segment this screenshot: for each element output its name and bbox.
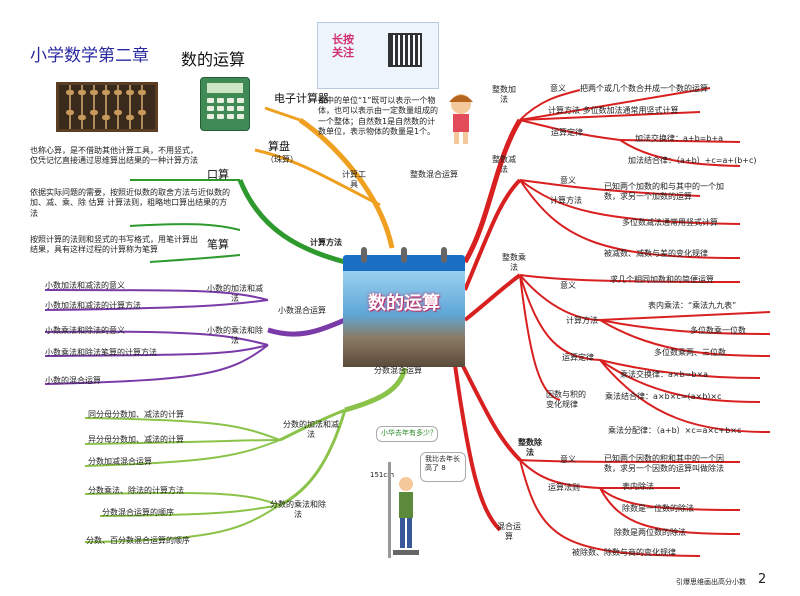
boy-speech-bubble: 我比去年长高了 8 <box>420 452 466 482</box>
sub-meaning-label: 意义 <box>560 176 576 185</box>
fraction-item: 异分母分数加、减法的计算 <box>88 435 184 444</box>
abacus-image <box>56 82 158 132</box>
mul-table: 表内乘法：“乘法九九表” <box>648 301 737 310</box>
sub-method: 多位数减法通常用竖式计算 <box>622 218 718 227</box>
decimal-item: 小数的混合运算 <box>45 376 101 385</box>
add-commutative: 加法交换律：a+b=b+a <box>635 134 724 143</box>
add-meaning: 把两个或几个数合并成一个数的运算 <box>580 84 708 93</box>
integer-div-label: 整数除法 <box>518 438 542 458</box>
calc-tools-label: 计算工具 <box>342 170 366 190</box>
qr-promo-card: 长按 关注 <box>317 22 439 89</box>
integer-mul-label: 整数乘法 <box>502 253 526 273</box>
decimal-item: 小数加法和减法的意义 <box>45 281 125 290</box>
div-table: 表内除法 <box>622 482 654 491</box>
fraction-item: 同分母分数加、减法的计算 <box>88 410 184 419</box>
fraction-item: 分数、百分数混合运算的顺序 <box>86 536 190 545</box>
calculator-image <box>200 77 250 131</box>
qr-card-title: 长按 关注 <box>332 33 354 60</box>
mul-commutative: 乘法交换律：a×b=b×a <box>620 370 709 379</box>
girl-image <box>441 90 481 145</box>
mul-method-label: 计算方法 <box>566 316 598 325</box>
decimal-item: 小数乘法和除法笔算的计算方法 <box>45 348 157 357</box>
written-calc-label: 笔算 <box>207 238 229 251</box>
abacus-label: 算盘 <box>268 140 290 153</box>
mul-multi-one: 多位数乘一位数 <box>690 326 746 335</box>
qr-code-image <box>388 33 422 67</box>
boy-image <box>388 462 422 558</box>
sub-change: 被减数、减数与差的变化规律 <box>604 249 708 258</box>
fraction-mixed-label: 分数混合运算 <box>374 366 422 375</box>
div-meaning-label: 意义 <box>560 455 576 464</box>
center-topic-card: 数的运算 <box>343 247 465 367</box>
mul-change: 因数与积的变化规律 <box>546 390 586 410</box>
estimate-desc: 依据实际问题的需要，按照近似数的取舍方法与近似数的加、减、乘、除 估算 计算法则… <box>30 188 230 218</box>
mixed-op-label: 混合运算 <box>497 522 521 542</box>
fraction-item: 分数乘法、除法的计算方法 <box>88 486 184 495</box>
fraction-item: 分数加减混合运算 <box>88 457 152 466</box>
sub-meaning: 已知两个加数的和与其中的一个加数，求另一个加数的运算 <box>604 182 724 202</box>
decimal-mixed-label: 小数混合运算 <box>278 306 326 315</box>
mental-calc-desc: 也称心算，是不借助其他计算工具，不用竖式，仅凭记忆直接通过思维算出结果的一种计算… <box>30 146 198 166</box>
div-two-digit: 除数是两位数的除法 <box>614 528 686 537</box>
integer-mixed-label: 整数混合运算 <box>410 170 458 179</box>
electronic-calculator-label: 电子计算器 <box>274 92 329 105</box>
sub-method-label: 计算方法 <box>550 196 582 205</box>
div-method-label: 运算法则 <box>548 483 580 492</box>
decimal-item: 小数乘法和除法的意义 <box>45 326 125 335</box>
mul-associative: 乘法结合律：a×b×c=(a×b)×c <box>605 392 722 401</box>
calc-method-label: 计算方法 <box>310 238 342 247</box>
mul-multi-three: 多位数乘两、三位数 <box>654 348 726 357</box>
mul-distributive: 乘法分配律：（a+b）×c=a×c+b×c <box>608 426 742 435</box>
integer-sub-label: 整数减法 <box>492 155 516 175</box>
div-one-digit: 除数是一位数的除法 <box>622 504 694 513</box>
written-calc-desc: 按照计算的法则和竖式的书写格式，用笔计算出结果，具有这样过程的计算称为笔算 <box>30 235 198 255</box>
abacus-note: （珠算） <box>266 155 298 164</box>
fraction-mul-div-label: 分数的乘法和除法 <box>270 500 326 520</box>
center-title: 数的运算 <box>368 293 440 314</box>
add-meaning-label: 意义 <box>550 84 566 93</box>
decimal-mul-div-label: 小数的乘法和除法 <box>207 326 263 346</box>
add-associative: 加法结合律：（a+b）+c=a+(b+c) <box>628 156 757 165</box>
mul-meaning-label: 意义 <box>560 281 576 290</box>
integer-add-label: 整数加法 <box>492 85 516 105</box>
page-title: 小学数学第二章 <box>30 46 149 66</box>
div-change: 被除数、除数与商的变化规律 <box>572 548 676 557</box>
unit-one-note: 数中的单位“1”既可以表示一个物体，也可以表示由一定数量组成的一个整体；自然数1… <box>318 96 438 137</box>
mul-laws-label: 运算定律 <box>562 353 594 362</box>
div-meaning: 已知两个因数的积和其中的一个因数，求另一个因数的运算叫做除法 <box>604 454 724 474</box>
fraction-item: 分数混合运算的顺序 <box>102 508 174 517</box>
page-subtitle: 数的运算 <box>181 50 246 69</box>
add-laws-label: 运算定律 <box>551 128 583 137</box>
footer-text: 引爆思维画出高分小数 <box>676 578 746 586</box>
decimal-add-sub-label: 小数的加法和减法 <box>207 284 263 304</box>
page-number: 2 <box>758 572 767 587</box>
decimal-item: 小数加法和减法的计算方法 <box>45 301 141 310</box>
question-bubble: 小华去年有多少？ <box>376 426 438 442</box>
mul-meaning: 求几个相同加数和的简便运算 <box>610 275 714 284</box>
mental-calc-label: 口算 <box>207 168 229 181</box>
fraction-add-sub-label: 分数的加法和减法 <box>283 420 339 440</box>
height-label: 151cm <box>370 471 395 479</box>
add-method: 计算方法 多位数加法通常用竖式计算 <box>548 106 679 115</box>
